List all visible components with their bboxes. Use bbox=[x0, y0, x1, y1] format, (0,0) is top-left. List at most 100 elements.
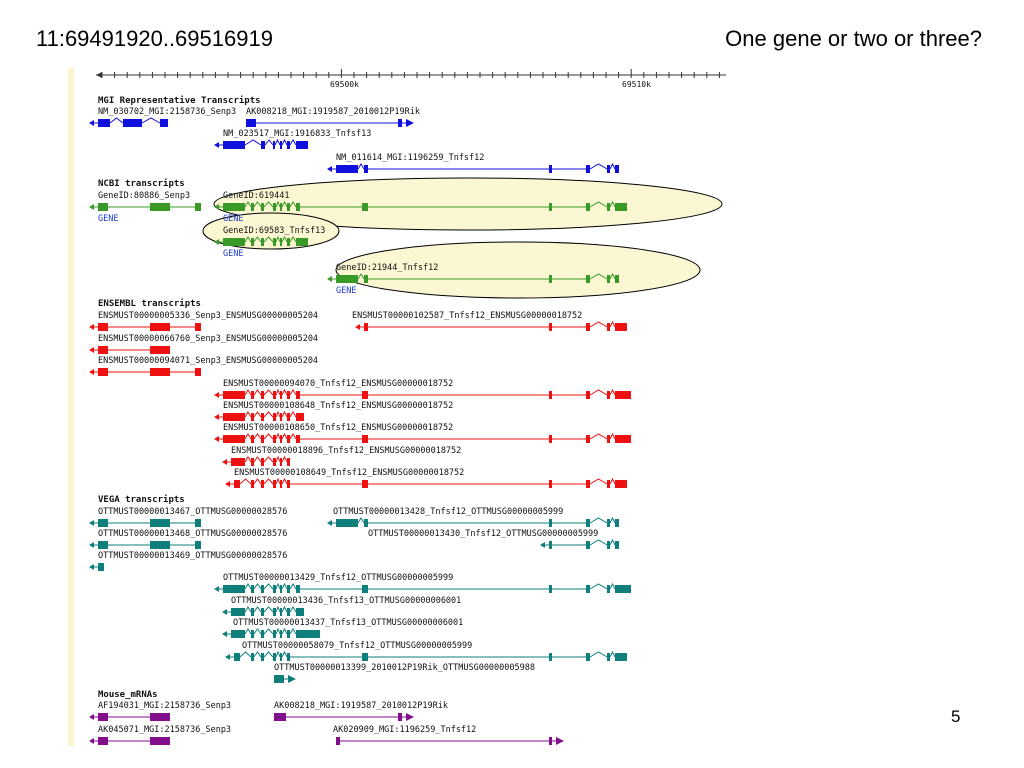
transcript-feature[interactable]: OTTMUST00000013467_OTTMUSG00000028576 bbox=[89, 507, 287, 527]
exon-block bbox=[607, 165, 610, 173]
strand-arrow-left-icon bbox=[540, 542, 545, 548]
intron-line bbox=[244, 201, 252, 208]
exon-block bbox=[586, 435, 590, 443]
intron-line bbox=[264, 139, 274, 146]
transcript-feature[interactable]: OTTMUST00000013436_Tnfsf13_OTTMUSG000000… bbox=[222, 596, 461, 616]
transcript-feature[interactable]: ENSMUST00000108649_Tnfsf12_ENSMUSG000000… bbox=[225, 468, 627, 488]
intron-line bbox=[253, 411, 262, 418]
intron-line bbox=[275, 410, 281, 418]
transcript-feature[interactable]: OTTMUST00000013428_Tnfsf12_OTTMUSG000000… bbox=[327, 507, 619, 527]
transcript-feature[interactable]: AK045071_MGI:2158736_Senp3 bbox=[89, 725, 231, 745]
track-header: ENSEMBL transcripts bbox=[98, 298, 201, 309]
intron-line bbox=[589, 517, 608, 524]
strand-arrow-right-icon bbox=[556, 737, 564, 745]
transcript-feature[interactable]: OTTMUST00000013429_Tnfsf12_OTTMUSG000000… bbox=[214, 573, 631, 593]
transcript-feature[interactable]: OTTMUST00000013469_OTTMUSG00000028576 bbox=[89, 551, 287, 571]
transcript-feature[interactable]: ENSMUST00000018896_Tnfsf12_ENSMUSG000000… bbox=[222, 446, 461, 466]
page-number: 5 bbox=[951, 707, 961, 726]
intron-line bbox=[275, 200, 281, 208]
exon-block bbox=[549, 165, 552, 173]
track-header: Mouse_mRNAs bbox=[98, 690, 158, 700]
strand-arrow-left-icon bbox=[89, 324, 94, 330]
exon-block bbox=[98, 737, 108, 745]
exon-block bbox=[274, 675, 284, 683]
transcript-feature[interactable]: ENSMUST00000066760_Senp3_ENSMUSG00000005… bbox=[89, 334, 318, 354]
exon-block bbox=[615, 391, 631, 399]
transcript-feature[interactable]: ENSMUST00000108650_Tnfsf12_ENSMUSG000000… bbox=[214, 423, 631, 443]
exon-block bbox=[586, 653, 590, 661]
transcript-label: ENSMUST00000018896_Tnfsf12_ENSMUSG000000… bbox=[231, 446, 461, 456]
transcript-feature[interactable]: ENSMUST00000005336_Senp3_ENSMUSG00000005… bbox=[89, 311, 318, 331]
transcript-feature[interactable]: NM_030702_MGI:2158736_Senp3 bbox=[89, 107, 236, 127]
intron-line bbox=[244, 139, 262, 146]
exon-block bbox=[615, 203, 627, 211]
intron-line bbox=[281, 200, 288, 208]
exon-block bbox=[273, 435, 276, 443]
intron-line bbox=[589, 433, 608, 440]
transcript-feature[interactable]: OTTMUST00000013430_Tnfsf12_OTTMUSG000000… bbox=[368, 529, 619, 549]
transcript-label: NM_011614_MGI:1196259_Tnfsf12 bbox=[336, 153, 484, 163]
exon-block bbox=[261, 585, 264, 593]
strand-arrow-left-icon bbox=[89, 542, 94, 548]
exon-block bbox=[261, 238, 264, 246]
transcript-feature[interactable]: AK020909_MGI:1196259_Tnfsf12 bbox=[333, 725, 564, 745]
exon-block bbox=[273, 413, 276, 421]
exon-block bbox=[195, 203, 201, 211]
gene-link[interactable]: GENE bbox=[223, 249, 243, 259]
exon-block bbox=[280, 653, 282, 661]
exon-block bbox=[607, 541, 610, 549]
exon-block bbox=[296, 203, 300, 211]
exon-block bbox=[195, 323, 201, 331]
genome-browser-panel: 69500k 69510k MGI Representative Transcr… bbox=[68, 68, 728, 746]
transcript-feature[interactable]: OTTMUST00000013399_2010012P19Rik_OTTMUSG… bbox=[274, 663, 535, 683]
strand-arrow-left-icon bbox=[214, 204, 219, 210]
transcript-feature[interactable]: ENSMUST00000094070_Tnfsf12_ENSMUSG000000… bbox=[214, 379, 631, 399]
exon-block bbox=[296, 238, 308, 246]
intron-line bbox=[589, 651, 608, 658]
exon-block bbox=[364, 519, 368, 527]
transcript-label: OTTMUST00000013430_Tnfsf12_OTTMUSG000000… bbox=[368, 529, 598, 539]
gene-link[interactable]: GENE bbox=[98, 214, 118, 224]
transcript-feature[interactable]: ENSMUST00000108648_Tnfsf12_ENSMUSG000000… bbox=[214, 401, 453, 421]
transcript-feature[interactable]: AK008218_MGI:1919587_2010012P19Rik bbox=[246, 107, 420, 127]
gene-link[interactable]: GENE bbox=[336, 286, 356, 296]
exon-block bbox=[98, 713, 108, 721]
strand-arrow-left-icon bbox=[327, 166, 332, 172]
exon-block bbox=[231, 630, 245, 638]
exon-block bbox=[273, 238, 276, 246]
exon-block bbox=[287, 203, 290, 211]
exon-block bbox=[223, 203, 245, 211]
intron-line bbox=[609, 272, 616, 280]
transcript-feature[interactable]: OTTMUST00000013468_OTTMUSG00000028576 bbox=[89, 529, 287, 549]
intron-line bbox=[253, 389, 262, 396]
exon-block bbox=[586, 391, 590, 399]
gene-link[interactable]: GENE bbox=[223, 214, 243, 224]
exon-block bbox=[98, 203, 108, 211]
exon-block bbox=[261, 203, 264, 211]
intron-line bbox=[263, 478, 274, 485]
intron-line bbox=[589, 389, 608, 396]
transcript-feature[interactable]: NM_023517_MGI:1916833_Tnfsf13 bbox=[214, 129, 371, 149]
transcript-label: ENSMUST00000108649_Tnfsf12_ENSMUSG000000… bbox=[234, 468, 464, 478]
exon-block bbox=[98, 323, 108, 331]
transcript-feature[interactable]: AF194031_MGI:2158736_Senp3 bbox=[89, 701, 231, 721]
transcript-label: AK020909_MGI:1196259_Tnfsf12 bbox=[333, 725, 476, 735]
transcript-feature[interactable]: ENSMUST00000094071_Senp3_ENSMUSG00000005… bbox=[89, 356, 318, 376]
transcript-feature[interactable]: ENSMUST00000102587_Tnfsf12_ENSMUSG000000… bbox=[352, 311, 627, 331]
intron-line bbox=[253, 628, 262, 635]
track-header: NCBI transcripts bbox=[98, 178, 185, 189]
transcript-feature[interactable]: AK008218_MGI:1919587_2010012P19Rik bbox=[274, 701, 448, 721]
transcript-feature[interactable]: OTTMUST00000013437_Tnfsf13_OTTMUSG000000… bbox=[222, 618, 463, 638]
transcript-label: AK008218_MGI:1919587_2010012P19Rik bbox=[246, 107, 420, 117]
intron-line bbox=[609, 320, 616, 328]
intron-line bbox=[263, 628, 274, 635]
transcript-feature[interactable]: OTTMUST00000058079_Tnfsf12_OTTMUSG000000… bbox=[225, 641, 627, 661]
exon-block bbox=[549, 391, 552, 399]
intron-line bbox=[244, 456, 252, 463]
intron-line bbox=[244, 389, 252, 396]
transcript-feature[interactable]: NM_011614_MGI:1196259_Tnfsf12 bbox=[327, 153, 619, 173]
